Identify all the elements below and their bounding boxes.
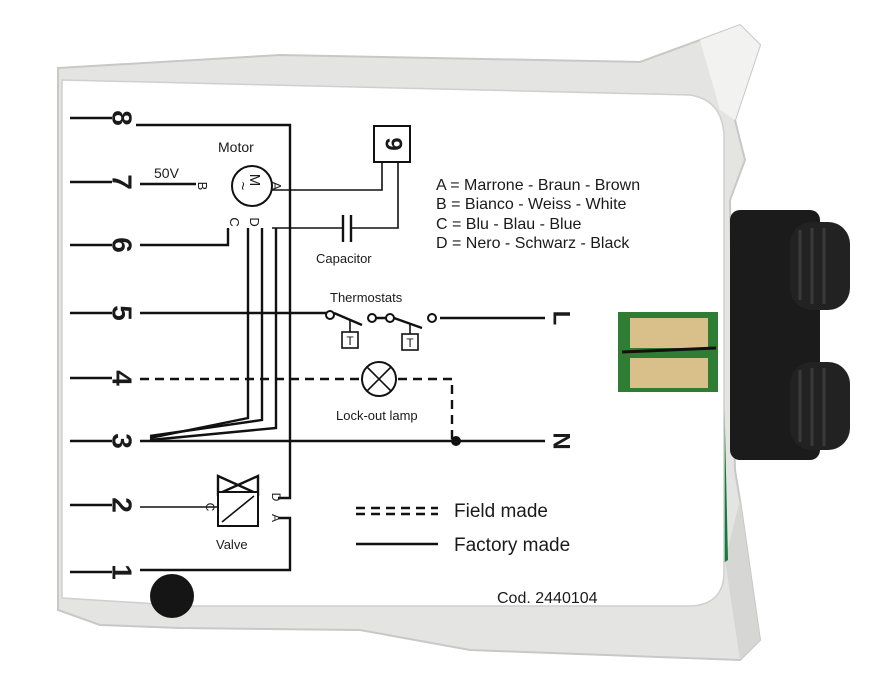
motor-pin-c: C [227,217,242,226]
terminal-5: 5 [107,305,138,321]
thermostat-t2: T [406,336,414,350]
wiring [136,123,545,572]
terminal-slots [70,116,112,574]
line-type-legend: Field made Factory made [356,501,570,556]
wire-motor-a [270,162,383,191]
terminal-6: 6 [107,237,138,253]
capacitor-label: Capacitor [316,251,372,266]
valve-pin-c: C [203,503,217,512]
wire-3-motor-d [149,228,264,438]
wire-5 [140,311,545,320]
terminal-9: 9 [380,137,407,150]
motor-pin-b: B [195,182,210,191]
valve-symbol: C D A Valve [203,474,283,552]
lamp-label: Lock-out lamp [336,408,418,423]
legend-color-d: D = Nero - Schwarz - Black [436,235,630,252]
terminal-2: 2 [107,497,138,513]
terminal-9-box: 9 [373,125,411,163]
junction-dot [451,436,461,446]
motor-symbol: Motor 50V M ~ B A C D [154,139,284,227]
wire-6 [140,228,230,247]
motor-pin-a: A [269,182,284,191]
cable-connector [730,210,850,460]
thermostat-t1: T [346,334,354,348]
thermostats-symbol: Thermostats T T [325,290,437,351]
line-l: L [548,311,575,326]
motor-title: Motor [218,139,254,155]
valve-pin-d: D [269,493,283,502]
motor-voltage: 50V [154,165,180,181]
motor-pin-d: D [247,217,262,226]
product-code: Cod. 2440104 [497,590,598,607]
legend-color-c: C = Blu - Blau - Blue [436,216,582,233]
motor-m: M [246,174,263,187]
screw-hole [150,574,194,618]
wire-capacitor [272,162,399,229]
label-plate [61,79,725,618]
terminal-1: 1 [107,564,138,580]
line-n: N [548,432,575,449]
terminal-3: 3 [107,433,138,449]
wire-8 [136,123,292,500]
capacitor-symbol [341,215,353,242]
spring-contacts [618,312,718,392]
terminal-8: 8 [107,110,138,126]
valve-title: Valve [216,537,248,552]
legend-color-b: B = Bianco - Weiss - White [436,196,627,213]
valve-pin-a: A [269,514,283,522]
legend-color-a: A = Marrone - Braun - Brown [436,177,640,194]
wire-color-legend: A = Marrone - Braun - Brown B = Bianco -… [436,177,640,252]
terminal-numbers: 8 7 6 5 4 3 2 1 [107,110,138,580]
terminal-4: 4 [107,370,138,386]
wire-3-extra [149,228,278,442]
thermostats-title: Thermostats [330,290,403,305]
terminal-7: 7 [107,174,138,190]
legend-field-made: Field made [454,501,548,522]
motor-tilde: ~ [234,182,251,191]
wire-4 [140,377,454,442]
legend-factory-made: Factory made [454,535,570,556]
wire-1 [140,516,292,572]
lockout-lamp-symbol: Lock-out lamp [336,361,418,423]
